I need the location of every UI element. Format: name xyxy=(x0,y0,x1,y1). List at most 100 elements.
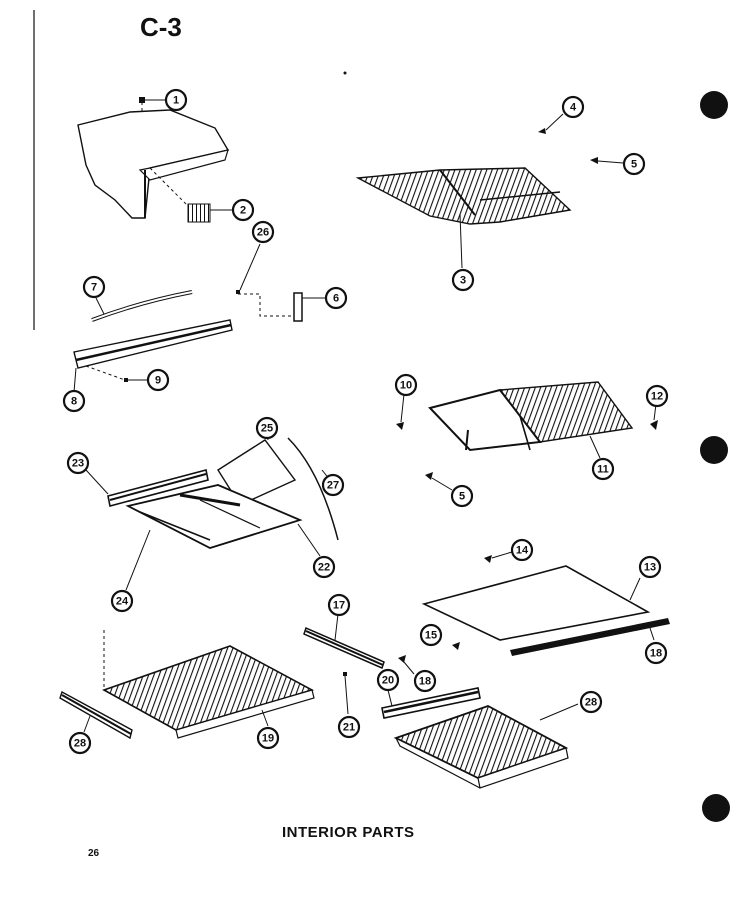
part-7-strip xyxy=(91,290,193,322)
leader-11 xyxy=(589,435,601,459)
callout-26: 26 xyxy=(251,220,275,244)
part-27-wire xyxy=(287,437,339,541)
callout-10: 10 xyxy=(394,373,418,397)
callout-circle xyxy=(82,275,106,299)
part-24-frame xyxy=(125,484,303,549)
part-26-screw xyxy=(236,290,240,294)
callout-circle xyxy=(622,152,646,176)
leader-20 xyxy=(387,689,393,707)
callout-circle xyxy=(561,95,585,119)
part-8-rail xyxy=(73,319,233,369)
callout-label: 5 xyxy=(459,491,465,503)
part-15 xyxy=(452,642,460,650)
callout-label: 23 xyxy=(72,458,84,470)
part-18-clip xyxy=(398,655,406,663)
part-5-top xyxy=(590,157,598,164)
leader-4 xyxy=(545,113,564,131)
callout-circle xyxy=(394,373,418,397)
callout-circle xyxy=(256,726,280,750)
callout-label: 3 xyxy=(460,275,466,287)
callout-label: 25 xyxy=(261,423,273,435)
callout-22: 22 xyxy=(312,555,336,579)
callout-circle xyxy=(450,484,474,508)
callout-circle xyxy=(231,198,255,222)
callout-7: 7 xyxy=(82,275,106,299)
callout-28: 28 xyxy=(68,731,92,755)
cabinet-edge xyxy=(138,149,229,181)
callout-label: 1 xyxy=(173,95,179,107)
part-10 xyxy=(396,422,404,430)
callout-circle xyxy=(66,451,90,475)
callout-label: 4 xyxy=(570,102,577,114)
callout-label: 11 xyxy=(597,464,609,476)
part-3-shelf xyxy=(355,167,572,225)
callout-circle xyxy=(164,88,188,112)
leader-18 xyxy=(403,661,415,675)
part-13-glass xyxy=(421,565,651,641)
callout-circle xyxy=(321,473,345,497)
callout-circle xyxy=(413,669,437,693)
part-5-mid xyxy=(425,472,433,480)
callout-14: 14 xyxy=(510,538,534,562)
page-number: 26 xyxy=(88,848,100,859)
part-6-bracket xyxy=(293,292,303,322)
callout-label: 12 xyxy=(651,391,663,403)
leader-17 xyxy=(334,613,339,641)
callout-circle xyxy=(146,368,170,392)
leader-5-mid xyxy=(431,477,453,491)
callout-24: 24 xyxy=(110,589,134,613)
callout-18: 18 xyxy=(413,669,437,693)
callout-circle xyxy=(324,286,348,310)
callout-label: 7 xyxy=(91,282,97,294)
diagram-caption: INTERIOR PARTS xyxy=(282,824,415,841)
part-9-screw xyxy=(124,378,128,382)
callout-label: 15 xyxy=(425,630,437,642)
callout-6: 6 xyxy=(324,286,348,310)
callout-circle xyxy=(376,668,400,692)
leader-23 xyxy=(85,469,109,495)
callout-12: 12 xyxy=(645,384,669,408)
callout-13: 13 xyxy=(638,555,662,579)
leader-26 xyxy=(239,243,261,291)
leader-8 xyxy=(73,367,77,393)
callout-label: 14 xyxy=(516,545,529,557)
callout-label: 6 xyxy=(333,293,339,305)
callout-18: 18 xyxy=(644,641,668,665)
leader-10 xyxy=(400,393,405,423)
part-19-shelf xyxy=(102,645,315,731)
callout-23: 23 xyxy=(66,451,90,475)
leader-16 xyxy=(649,627,655,641)
callout-label: 21 xyxy=(343,722,355,734)
part-11-frame xyxy=(428,388,542,452)
callout-28: 28 xyxy=(579,690,603,714)
speck xyxy=(343,71,347,75)
part-12 xyxy=(650,420,658,430)
callout-5: 5 xyxy=(450,484,474,508)
callout-4: 4 xyxy=(561,95,585,119)
callout-27: 27 xyxy=(321,473,345,497)
part-21-screw xyxy=(343,672,347,676)
callout-label: 8 xyxy=(71,396,77,408)
callout-circle xyxy=(62,389,86,413)
callout-circle xyxy=(451,268,475,292)
callout-circle xyxy=(645,384,669,408)
binder-hole-bottom xyxy=(702,794,730,822)
leader-3 xyxy=(459,213,463,269)
leader-22 xyxy=(297,523,321,557)
callout-label: 22 xyxy=(318,562,330,574)
callout-8: 8 xyxy=(62,389,86,413)
dash-2 xyxy=(149,167,189,207)
callout-circle xyxy=(110,589,134,613)
part-16-trim xyxy=(510,618,670,656)
leader-28-pan xyxy=(539,703,579,721)
part-1-screw xyxy=(139,97,145,103)
binder-hole-top xyxy=(700,91,728,119)
callout-label: 26 xyxy=(257,227,269,239)
callout-circle xyxy=(510,538,534,562)
callout-label: 9 xyxy=(155,375,161,387)
leader-21 xyxy=(344,675,349,715)
callout-25: 25 xyxy=(255,416,279,440)
leader-13 xyxy=(629,577,641,601)
